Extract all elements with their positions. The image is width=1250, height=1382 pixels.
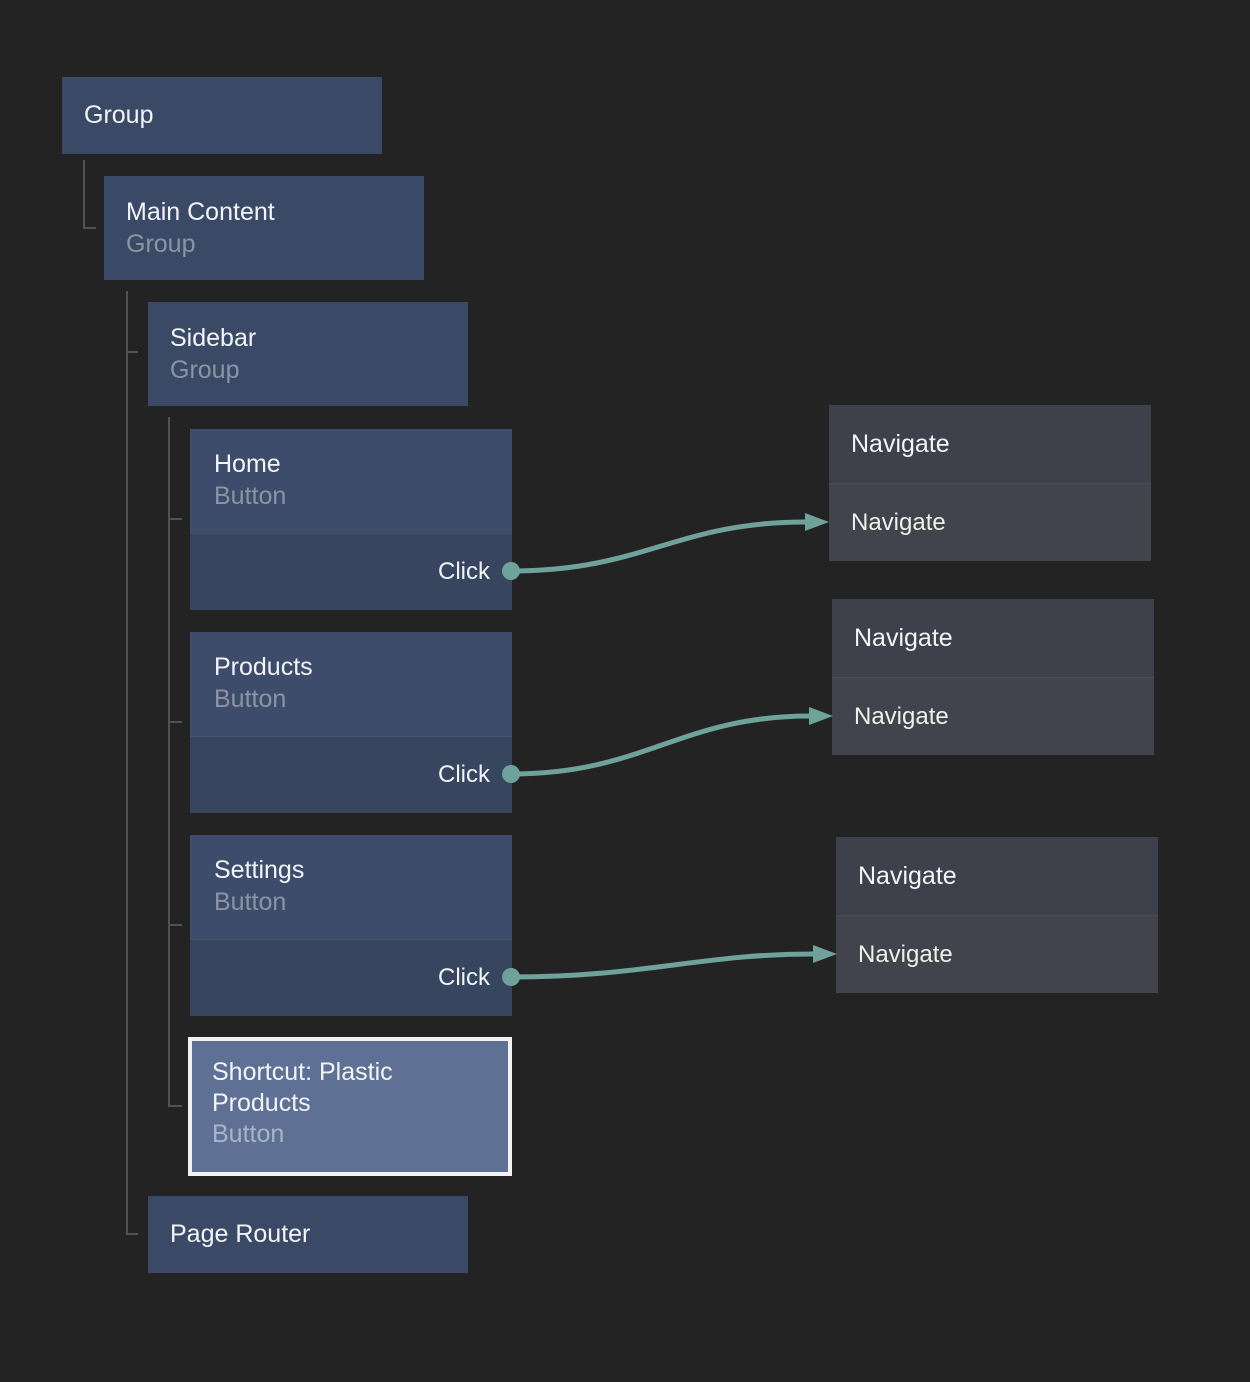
arrowhead-navigate-1 <box>805 513 829 531</box>
node-home-type: Button <box>214 482 287 510</box>
node-products-type: Button <box>214 685 287 713</box>
node-settings-title: Settings <box>214 856 305 884</box>
tree-line-page-router <box>126 352 138 1235</box>
node-home-click-row[interactable]: Click <box>190 533 512 610</box>
tree-line-sidebar <box>126 291 138 353</box>
node-products-header: Products Button <box>190 632 512 736</box>
node-settings-click-label: Click <box>438 964 490 991</box>
node-settings[interactable]: Settings Button Click <box>190 835 512 1016</box>
tree-line-settings <box>168 722 182 926</box>
action-navigate-3-step[interactable]: Navigate <box>836 915 1158 993</box>
node-page-router-title: Page Router <box>170 1220 311 1248</box>
action-node-navigate-1[interactable]: Navigate Navigate <box>829 405 1151 561</box>
node-products-click-label: Click <box>438 761 490 788</box>
node-main-content-title: Main Content <box>126 198 275 226</box>
node-products-title: Products <box>214 653 313 681</box>
node-products[interactable]: Products Button Click <box>190 632 512 813</box>
tree-line-main-content <box>83 160 96 229</box>
node-home[interactable]: Home Button Click <box>190 429 512 610</box>
node-shortcut-title: Shortcut: Plastic Products <box>212 1058 393 1117</box>
node-shortcut-type: Button <box>212 1120 285 1148</box>
node-shortcut-plastic-products[interactable]: Shortcut: Plastic Products Button <box>188 1037 512 1176</box>
action-navigate-1-header: Navigate <box>829 405 1151 483</box>
node-settings-click-row[interactable]: Click <box>190 939 512 1016</box>
action-navigate-1-step[interactable]: Navigate <box>829 483 1151 561</box>
node-group-title: Group <box>84 101 154 129</box>
node-sidebar-title: Sidebar <box>170 324 257 352</box>
node-settings-header: Settings Button <box>190 835 512 939</box>
action-navigate-3-header: Navigate <box>836 837 1158 915</box>
tree-line-products <box>168 519 182 723</box>
node-products-click-row[interactable]: Click <box>190 736 512 813</box>
node-main-content[interactable]: Main Content Group <box>104 176 424 280</box>
node-home-header: Home Button <box>190 429 512 533</box>
node-home-title: Home <box>214 450 281 478</box>
node-sidebar-type: Group <box>170 356 240 384</box>
action-navigate-2-step[interactable]: Navigate <box>832 677 1154 755</box>
action-navigate-2-header: Navigate <box>832 599 1154 677</box>
arrowhead-navigate-3 <box>813 945 837 963</box>
node-sidebar[interactable]: Sidebar Group <box>148 302 468 406</box>
connection-settings-click-to-navigate[interactable] <box>510 951 814 980</box>
connection-products-click-to-navigate[interactable] <box>510 713 811 777</box>
node-settings-type: Button <box>214 888 287 916</box>
tree-line-home <box>168 417 182 520</box>
action-node-navigate-2[interactable]: Navigate Navigate <box>832 599 1154 755</box>
arrowhead-navigate-2 <box>809 707 833 725</box>
tree-line-shortcut <box>168 925 182 1107</box>
node-group[interactable]: Group <box>62 77 382 154</box>
node-page-router[interactable]: Page Router <box>148 1196 468 1273</box>
node-home-click-label: Click <box>438 558 490 585</box>
connection-home-click-to-navigate[interactable] <box>510 519 807 574</box>
action-node-navigate-3[interactable]: Navigate Navigate <box>836 837 1158 993</box>
node-main-content-type: Group <box>126 230 196 258</box>
